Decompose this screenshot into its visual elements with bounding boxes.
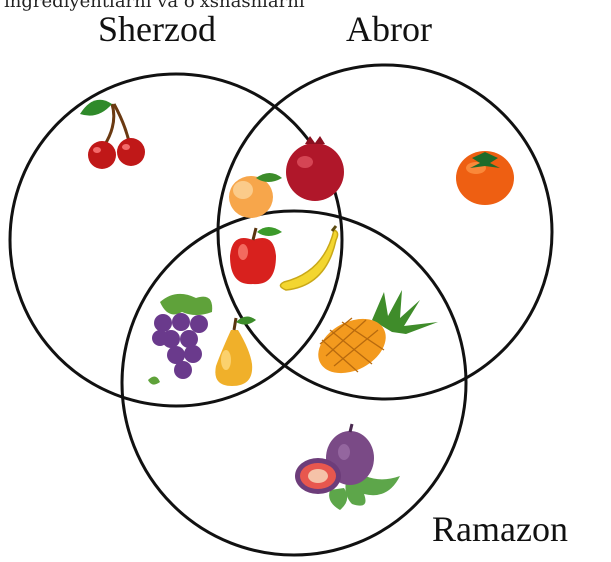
grapes-icon — [148, 294, 212, 385]
label-abror: Abror — [346, 8, 432, 50]
pomegranate-icon — [286, 136, 344, 201]
apple-icon — [230, 227, 282, 284]
persimmon-icon — [456, 151, 514, 205]
cherry-icon — [80, 100, 145, 169]
pear-icon — [215, 316, 256, 386]
banana-icon — [280, 226, 337, 290]
label-ramazon: Ramazon — [432, 508, 568, 550]
circle-ramazon — [122, 211, 466, 555]
fig-icon — [295, 424, 400, 510]
label-sherzod: Sherzod — [98, 8, 216, 50]
